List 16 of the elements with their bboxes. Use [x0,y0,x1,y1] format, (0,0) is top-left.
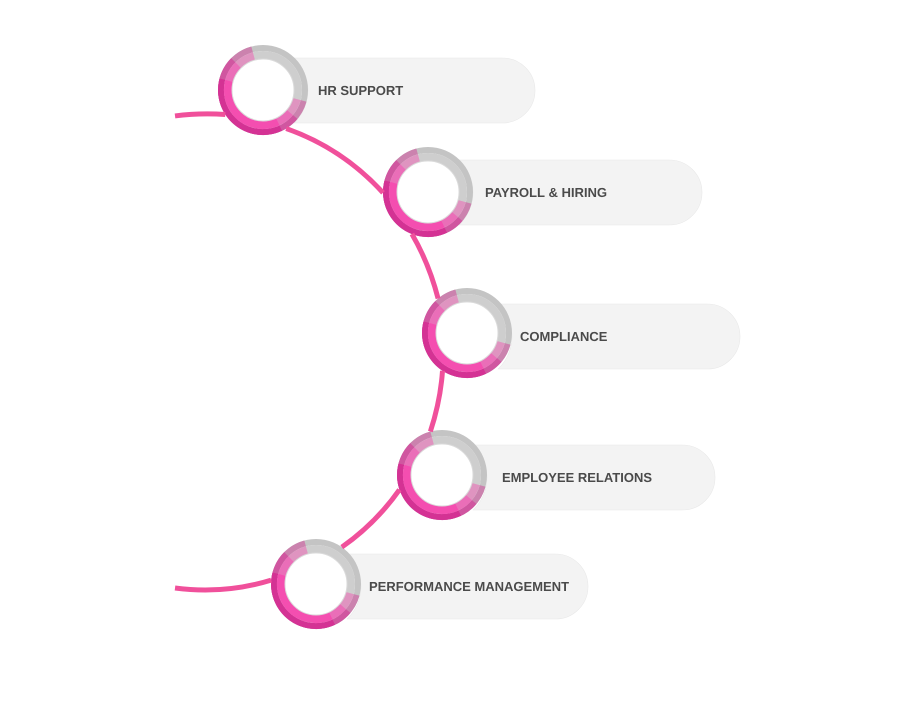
arc-line [340,488,402,550]
arc-line [285,126,385,194]
ring [218,45,308,135]
arc-line [174,111,226,118]
ring [271,539,361,629]
arc-line [410,232,440,300]
label-pill: HR SUPPORT [294,58,536,124]
label-pill: COMPLIANCE [498,304,740,370]
label-pill: EMPLOYEE RELATIONS [472,444,716,510]
label-pill: PAYROLL & HIRING [458,160,702,226]
ring [397,430,487,520]
arc-line [174,578,272,592]
ring [422,288,512,378]
ring [383,147,473,237]
arc-line [428,370,445,432]
label-pill: PERFORMANCE MANAGEMENT [346,554,588,620]
